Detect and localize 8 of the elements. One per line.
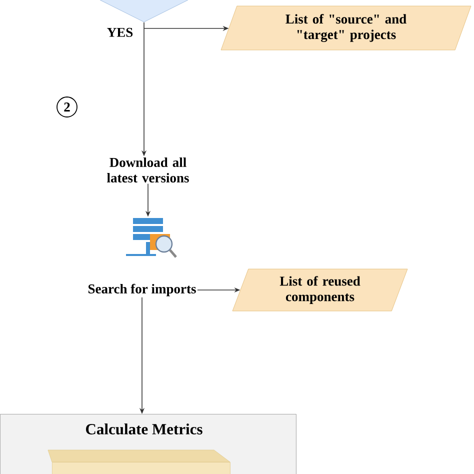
- data-parallelogram: List of "source" and "target" projects: [220, 6, 472, 50]
- callout-number: 2: [56, 96, 78, 118]
- decision-diamond: [100, 0, 188, 22]
- data-parallelogram: List of reused components: [232, 268, 408, 312]
- block-3d: [48, 450, 230, 474]
- server-search-icon: [126, 218, 177, 258]
- step-text: Search for imports: [88, 284, 196, 296]
- step-text: Download all latest versions: [107, 158, 189, 182]
